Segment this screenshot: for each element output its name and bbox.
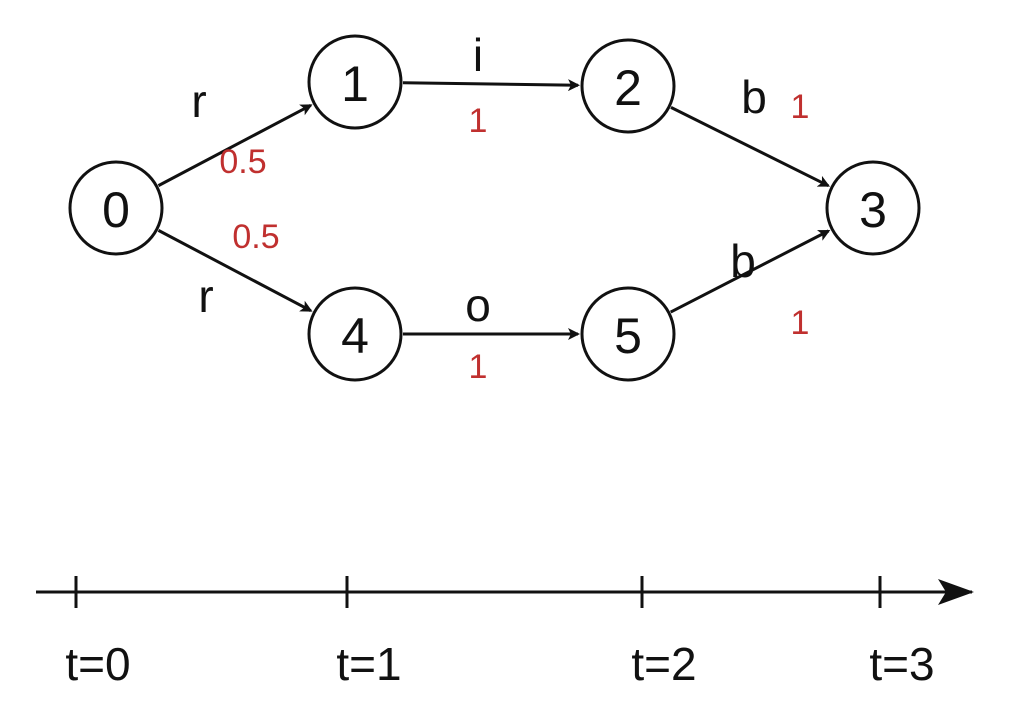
edge-probability-0-1: 0.5 [219,143,266,181]
edge-5-3 [669,229,831,314]
state-node-2: 2 [580,38,676,134]
state-node-label: 1 [341,56,369,112]
nodes-layer: 0 1 2 3 4 5 [68,34,921,382]
edge-0-1 [157,103,313,187]
state-node-4: 4 [307,286,403,382]
edge-probability-5-3: 1 [791,304,810,342]
state-node-circle [68,160,164,256]
edge-probability-2-3: 1 [791,88,810,126]
edge-probability-1-2: 1 [469,102,488,140]
state-node-label: 2 [614,60,642,116]
edge-symbol-1-2: i [473,29,483,81]
edge-probability-0-4: 0.5 [232,218,279,256]
state-node-circle [580,38,676,134]
edge-0-4 [157,229,313,313]
edge-1-2 [402,79,581,92]
edge-symbol-0-1: r [191,75,206,127]
state-node-label: 4 [341,308,369,364]
time-ticks: t=0 t=1 t=2 t=3 [65,576,935,690]
state-node-circle [580,286,676,382]
edge-symbol-2-3: b [741,71,767,123]
time-tick-label: t=0 [65,638,130,690]
state-node-1: 1 [307,34,403,130]
state-node-label: 3 [859,182,887,238]
state-node-circle [825,160,921,256]
state-node-circle [307,34,403,130]
time-tick-label: t=2 [631,638,696,690]
state-node-label: 0 [102,182,130,238]
edges-layer [157,79,831,340]
edge-symbol-5-3: b [730,235,756,287]
edge-symbol-0-4: r [198,270,213,322]
state-node-0: 0 [68,160,164,256]
edge-2-3 [670,106,831,188]
state-node-3: 3 [825,160,921,256]
state-node-5: 5 [580,286,676,382]
state-node-circle [307,286,403,382]
edge-symbol-4-5: o [465,279,491,331]
edge-probability-4-5: 1 [469,348,488,386]
state-node-label: 5 [614,308,642,364]
timeline: t=0 t=1 t=2 t=3 [36,576,974,690]
time-tick-label: t=3 [869,638,934,690]
time-tick-label: t=1 [336,638,401,690]
